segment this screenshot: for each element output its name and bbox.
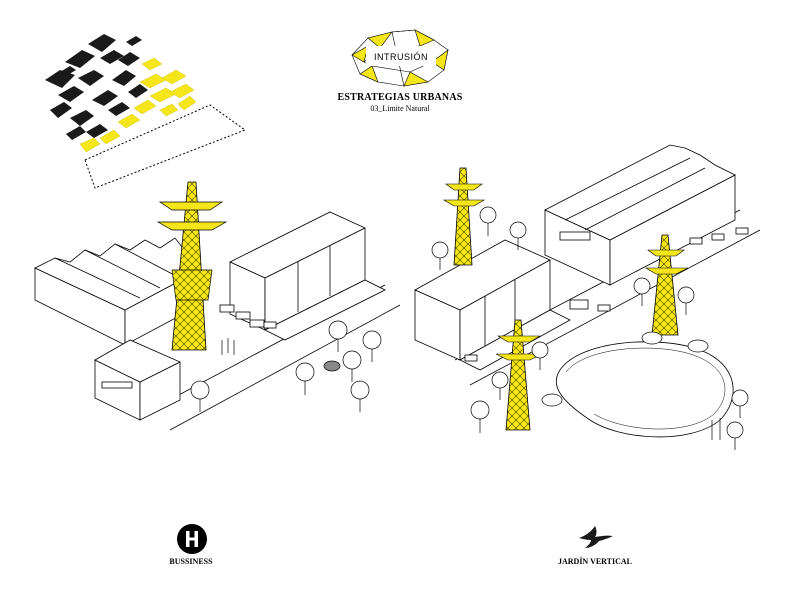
site-map [45, 34, 247, 189]
logo-text: INTRUSIÓN [374, 52, 428, 62]
right-power-pylons [442, 167, 689, 431]
left-scene [34, 211, 401, 431]
h-circle-icon [177, 524, 207, 554]
left-power-pylon [156, 181, 228, 351]
page-title: ESTRATEGIAS URBANAS [337, 92, 463, 103]
left-trees [190, 320, 382, 412]
page-subtitle: 03_Limite Natural [370, 104, 430, 113]
legend-label-bussiness: BUSSINESS [169, 557, 213, 566]
bird-icon [579, 526, 613, 548]
right-scene [414, 144, 761, 438]
right-trees [431, 206, 749, 450]
legend-label-jardin-vertical: JARDÍN VERTICAL [557, 557, 633, 566]
